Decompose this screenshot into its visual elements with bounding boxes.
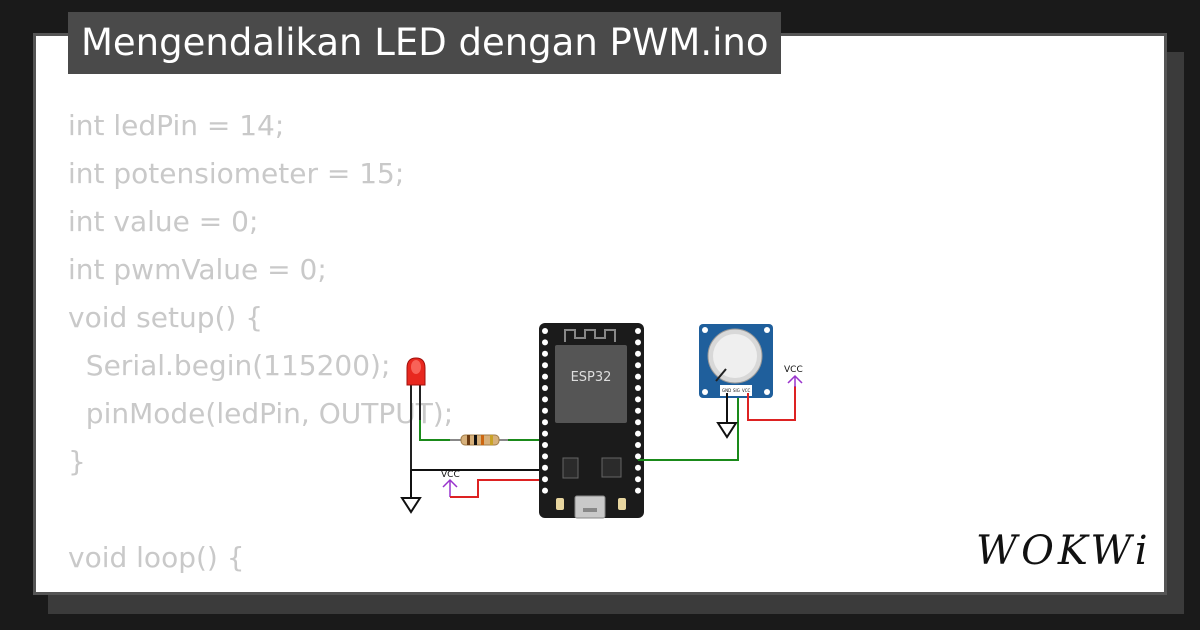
- esp32-pin: [635, 328, 641, 334]
- wire-esp32-pot: [638, 393, 739, 461]
- esp32-regulator: [562, 457, 579, 479]
- preview-card: int ledPin = 14; int potensiometer = 15; i…: [33, 33, 1167, 595]
- wire-led-resistor: [419, 420, 455, 441]
- esp32-pin: [542, 453, 548, 460]
- esp32-pin: [635, 407, 641, 414]
- esp32-board: ESP32: [539, 323, 644, 519]
- vcc-label-left: VCC: [441, 470, 460, 480]
- vcc-label-right: VCC: [784, 365, 803, 375]
- pot-knob: [713, 334, 757, 378]
- esp32-pin: [635, 476, 641, 483]
- code-line: int ledPin = 14;: [68, 109, 285, 142]
- code-line: pinMode(ledPin, OUTPUT);: [68, 397, 454, 430]
- resistor: [450, 434, 510, 446]
- esp32-pin: [635, 362, 641, 369]
- esp32-pin: [542, 430, 548, 437]
- esp32-pin: [542, 362, 548, 369]
- esp32-pin: [635, 430, 641, 437]
- project-title: Mengendalikan LED dengan PWM.ino: [68, 12, 782, 74]
- code-line: int potensiometer = 15;: [68, 157, 405, 190]
- code-line: void setup() {: [68, 301, 264, 334]
- ground-symbol-right: [716, 422, 738, 439]
- svg-text:VCC: VCC: [742, 388, 751, 393]
- esp32-pin: [542, 385, 548, 391]
- esp32-pin: [542, 339, 548, 346]
- esp32-pin: [635, 350, 641, 357]
- code-line: void loop() {: [68, 541, 245, 574]
- code-line: }: [68, 445, 86, 478]
- esp32-button-right: [618, 498, 626, 510]
- esp32-pin: [542, 487, 548, 494]
- wokwi-logo: WOKWi: [976, 528, 1152, 574]
- code-line: int value = 0;: [68, 205, 259, 238]
- esp32-pin: [542, 464, 548, 471]
- esp32-pin: [635, 339, 641, 346]
- svg-text:SIG: SIG: [733, 388, 740, 393]
- esp32-pin: [542, 328, 548, 334]
- led-highlight: [411, 360, 421, 374]
- esp32-pin: [542, 350, 548, 357]
- code-line: int pwmValue = 0;: [68, 253, 327, 286]
- esp32-pin: [635, 453, 641, 460]
- esp32-usb-port: [574, 495, 606, 519]
- vcc-left: VCC: [441, 470, 460, 497]
- esp32-pin: [542, 407, 548, 414]
- esp32-label: ESP32: [571, 370, 612, 385]
- esp32-pin: [635, 396, 641, 403]
- code-line: value = analogRead(potensiometer);: [68, 582, 605, 592]
- ground-symbol-left: [400, 497, 422, 514]
- esp32-pin: [542, 442, 548, 448]
- esp32-button-left: [556, 498, 564, 510]
- code-block: int ledPin = 14; int potensiometer = 15; i…: [68, 102, 605, 592]
- esp32-pin: [542, 373, 548, 380]
- led: [406, 357, 426, 470]
- esp32-module: [555, 345, 627, 423]
- esp32-pin: [635, 373, 641, 380]
- esp32-chip: [601, 457, 622, 478]
- esp32-pin: [542, 476, 548, 483]
- esp32-pins: [542, 328, 641, 494]
- esp32-pin: [635, 385, 641, 391]
- esp32-pin: [542, 419, 548, 426]
- potentiometer-module: GND SIG VCC: [699, 324, 773, 398]
- code-line: Serial.begin(115200);: [68, 349, 391, 382]
- esp32-pin: [635, 487, 641, 494]
- pot-knob-indicator: [715, 368, 727, 382]
- wire-vcc-esp32: [450, 479, 545, 498]
- esp32-pin: [635, 464, 641, 471]
- vcc-right: VCC: [784, 365, 803, 387]
- pot-pin-header: [720, 385, 752, 396]
- esp32-pin: [542, 396, 548, 403]
- esp32-pin: [635, 419, 641, 426]
- esp32-pin: [635, 442, 641, 448]
- esp32-antenna: [564, 329, 616, 342]
- svg-text:GND: GND: [722, 388, 731, 393]
- wire-pot-vcc: [747, 386, 796, 421]
